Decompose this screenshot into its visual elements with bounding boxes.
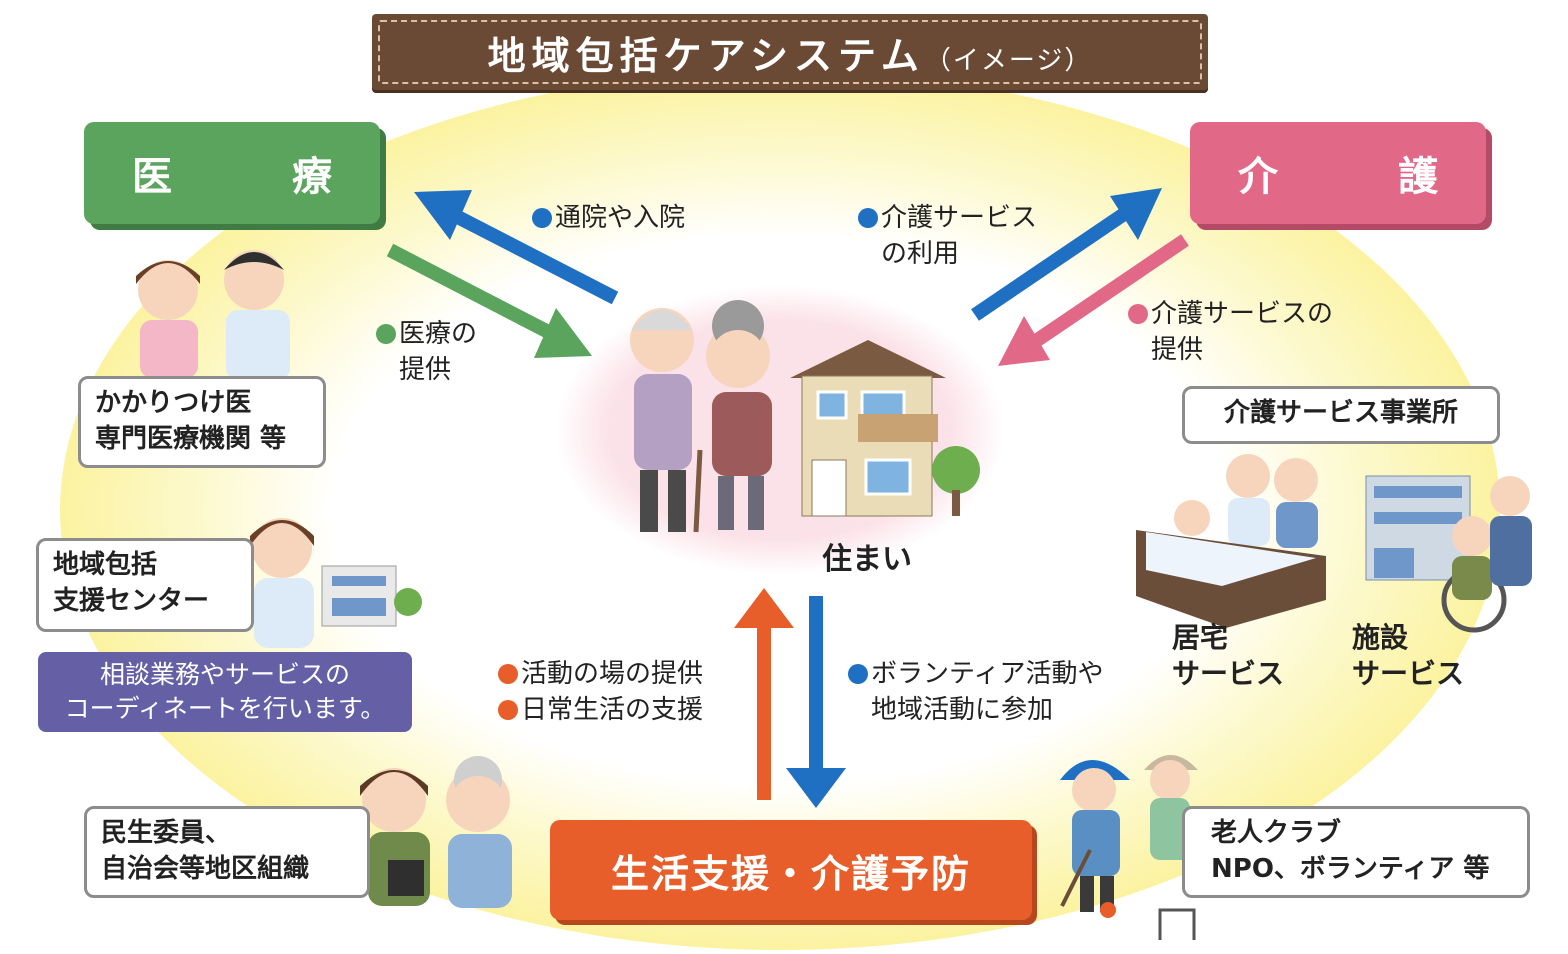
- title: 地域包括ケアシステム（イメージ）: [488, 25, 1093, 80]
- label-line: 活動の場の提供: [521, 659, 704, 689]
- label-line: 地域活動に参加: [871, 695, 1054, 725]
- arrow-from-medical: [386, 243, 592, 358]
- blue-dot-icon: [858, 208, 878, 228]
- orange-dot-icon: [498, 700, 518, 720]
- box-line: かかりつけ医: [95, 388, 252, 418]
- medical-staff-illustration: [136, 250, 290, 380]
- box-line: 支援センター: [53, 586, 210, 616]
- service-line: 居宅: [1172, 621, 1229, 654]
- label-line: 提供: [399, 355, 452, 385]
- care-services-illustration: [1136, 454, 1532, 633]
- support-center-description: 相談業務やサービスの コーディネートを行います。: [38, 652, 412, 732]
- welfare-commissioner-illustration: [360, 756, 512, 908]
- box-line: 自治会等地区組織: [101, 854, 310, 884]
- desc-line: コーディネートを行います。: [64, 694, 386, 723]
- desc-line: 相談業務やサービスの: [99, 660, 350, 689]
- box-line: 専門医療機関 等: [95, 424, 287, 454]
- home-service-label: 居宅 サービス: [1172, 620, 1284, 692]
- label-from-medical: 医療の 提供: [376, 316, 477, 388]
- service-line: サービス: [1352, 657, 1465, 690]
- label-line: の利用: [881, 239, 960, 269]
- arrow-to-care: [971, 188, 1162, 321]
- label-from-care: 介護サービスの 提供: [1128, 296, 1333, 368]
- label-text: 通院や入院: [555, 203, 686, 233]
- label-line: 日常生活の支援: [521, 695, 704, 725]
- title-sub: （イメージ）: [924, 45, 1093, 76]
- title-main: 地域包括ケアシステム: [487, 33, 925, 78]
- senior-club-box: 老人クラブ NPO、ボランティア 等: [1182, 806, 1530, 898]
- welfare-box: 民生委員、 自治会等地区組織: [84, 806, 370, 898]
- box-line: 老人クラブ: [1211, 818, 1342, 848]
- support-center-illustration: [250, 518, 422, 648]
- doctor-box: かかりつけ医 専門医療機関 等: [78, 376, 326, 468]
- title-banner: 地域包括ケアシステム（イメージ）: [372, 14, 1208, 90]
- life-support-category: 生活支援・介護予防: [550, 820, 1032, 920]
- elderly-couple-illustration: [630, 300, 772, 533]
- blue-dot-icon: [848, 664, 868, 684]
- label-line: 医療の: [399, 319, 478, 349]
- green-dot-icon: [376, 324, 396, 344]
- label-line: 介護サービス: [881, 203, 1038, 233]
- box-line: 地域包括: [53, 550, 158, 580]
- label-to-care: 介護サービス の利用: [858, 200, 1037, 272]
- arrow-to-life: [786, 596, 846, 808]
- facility-service-label: 施設 サービス: [1352, 620, 1464, 692]
- home-label: 住まい: [822, 542, 912, 577]
- label-line: ボランティア活動や: [871, 659, 1104, 689]
- arrow-to-medical: [414, 190, 619, 305]
- orange-dot-icon: [498, 664, 518, 684]
- service-line: 施設: [1352, 621, 1409, 654]
- service-line: サービス: [1172, 657, 1285, 690]
- box-line: 介護サービス事業所: [1223, 398, 1458, 428]
- medical-label: 医 療: [132, 154, 372, 200]
- care-category: 介 護: [1190, 122, 1486, 224]
- support-center-box: 地域包括 支援センター: [36, 538, 254, 632]
- pink-dot-icon: [1128, 304, 1148, 324]
- label-from-life: 活動の場の提供 日常生活の支援: [498, 656, 703, 728]
- care-label: 介 護: [1238, 154, 1478, 200]
- care-office-box: 介護サービス事業所: [1182, 386, 1500, 444]
- label-to-life: ボランティア活動や 地域活動に参加: [848, 656, 1103, 728]
- label-line: 提供: [1151, 335, 1204, 365]
- label-to-medical: 通院や入院: [532, 200, 685, 236]
- arrow-from-life: [734, 588, 794, 800]
- box-line: NPO、ボランティア 等: [1211, 854, 1490, 884]
- box-line: 民生委員、: [101, 818, 232, 848]
- house-illustration: [790, 340, 980, 517]
- senior-club-illustration: [1060, 755, 1198, 940]
- life-support-label: 生活支援・介護予防: [610, 851, 971, 896]
- blue-dot-icon: [532, 208, 552, 228]
- arrow-from-care: [998, 234, 1189, 366]
- label-line: 介護サービスの: [1151, 299, 1334, 329]
- medical-category: 医 療: [84, 122, 380, 224]
